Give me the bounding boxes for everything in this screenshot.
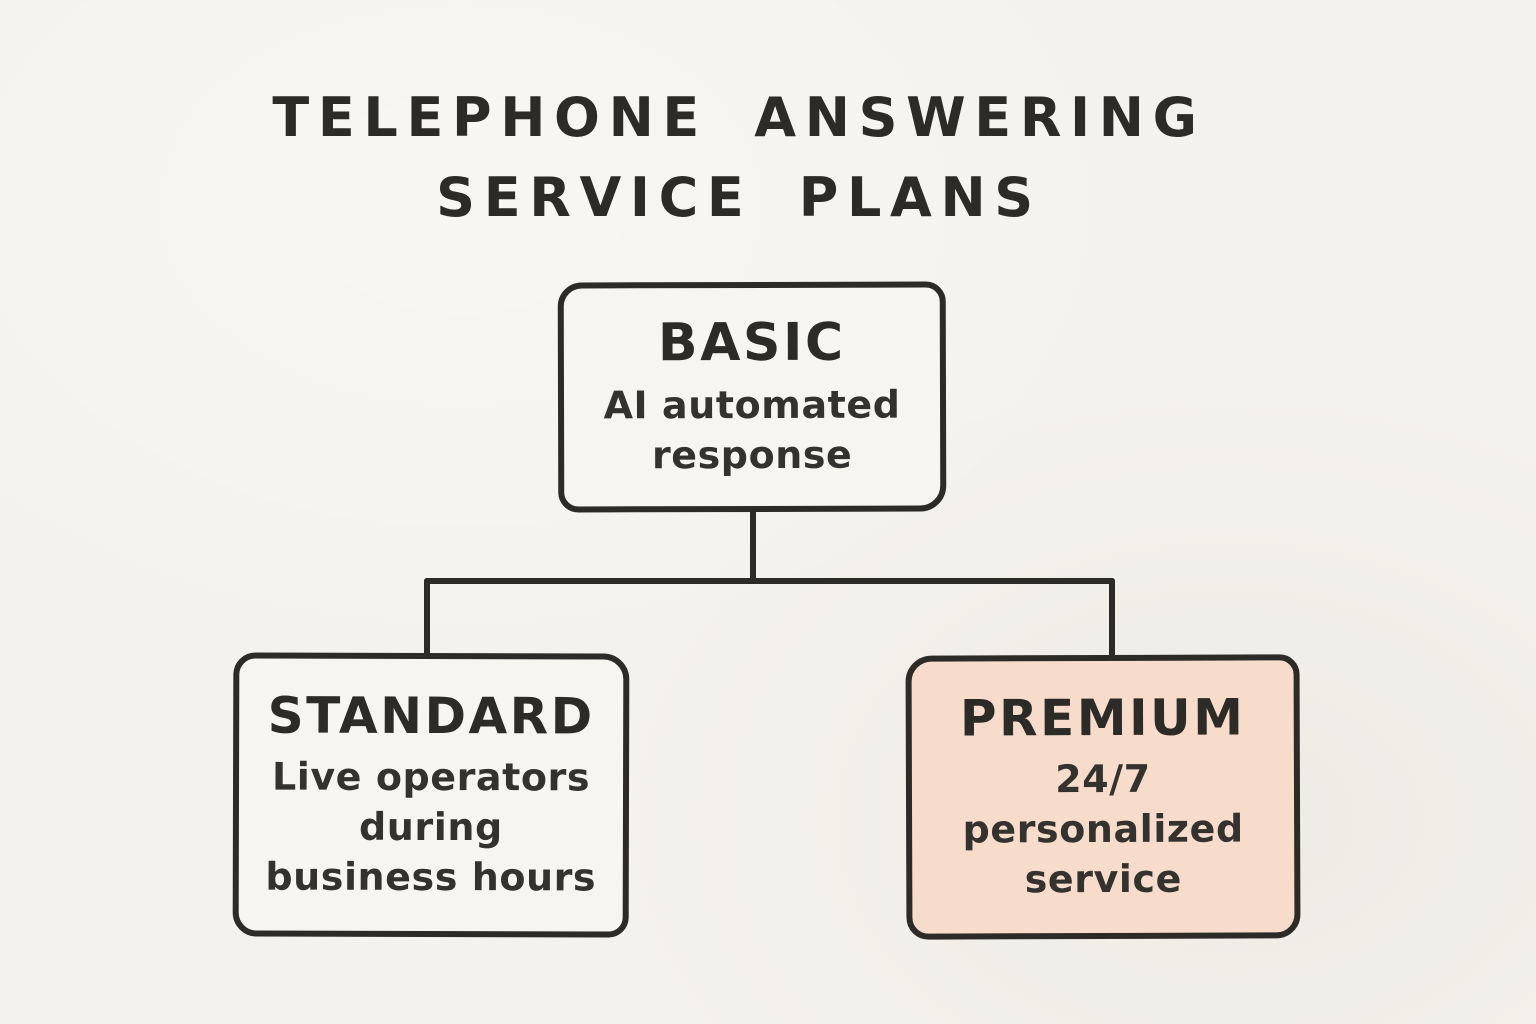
connector-drop-premium — [1109, 578, 1115, 662]
plan-name-standard: STANDARD — [267, 686, 595, 746]
plan-name-basic: BASIC — [657, 312, 846, 374]
plan-name-premium: PREMIUM — [959, 688, 1246, 748]
diagram-title-line1: TELEPHONE ANSWERING — [272, 86, 1206, 149]
connector-drop-standard — [424, 578, 430, 660]
plan-node-premium: PREMIUM 24/7 personalized service — [905, 654, 1301, 940]
connector-branch-rail — [424, 578, 1115, 584]
plan-node-standard: STANDARD Live operators during business … — [232, 652, 630, 938]
plan-node-basic: BASIC AI automated response — [557, 281, 947, 513]
diagram-title-line2: SERVICE PLANS — [436, 166, 1042, 229]
diagram-title: TELEPHONE ANSWERING SERVICE PLANS — [0, 78, 1478, 238]
plan-description-basic: AI automated response — [603, 382, 901, 478]
connector-root-stem — [750, 508, 756, 583]
plan-description-premium: 24/7 personalized service — [962, 756, 1244, 902]
plan-description-standard: Live operators during business hours — [265, 754, 597, 900]
